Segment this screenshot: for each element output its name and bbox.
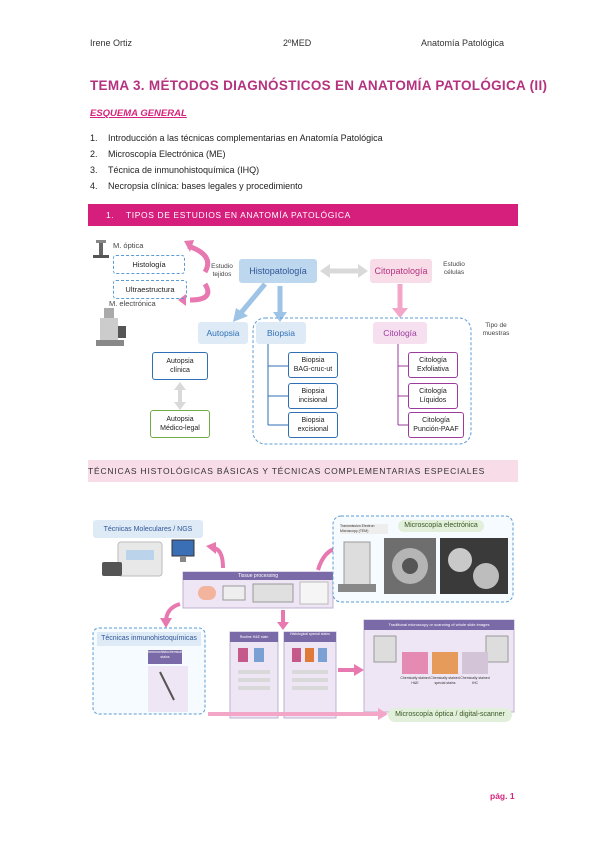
label-estudio-celulas: Estudio células: [443, 261, 465, 276]
box-autopsia-medico-legal: Autopsia Médico-legal: [150, 410, 210, 438]
toc-item: 3.Técnica de inmunohistoquímica (IHQ): [90, 165, 260, 175]
box-citopatologia: Citopatología: [370, 259, 432, 283]
box-autopsia: Autopsia: [198, 322, 248, 344]
section-heading-1: 1.TIPOS DE ESTUDIOS EN ANATOMÍA PATOLÓGI…: [88, 204, 518, 226]
label-moleculares: Técnicas Moleculares / NGS: [103, 525, 193, 533]
label-tem: Transmission Electron Microscopy (TEM): [340, 524, 375, 533]
label-estudio-tejidos: Estudio tejidos: [211, 263, 233, 278]
sequencer-icon: [102, 539, 195, 577]
label-microscopia-electronica: Microscopía electrónica: [404, 522, 478, 529]
label-tissue-processing: Tissue processing: [237, 573, 279, 579]
label-chem-special: Chemically stained special stains: [430, 676, 460, 685]
label-optica-scanner: Microscopía óptica / digital-scanner: [395, 711, 505, 718]
toc-item: 4.Necropsia clínica: bases legales y pro…: [90, 181, 303, 191]
page-number: pág. 1: [490, 791, 515, 801]
label-ihc-stains: Immunohistochemical stains: [148, 650, 182, 659]
box-autopsia-clinica: Autopsia clínica: [152, 352, 208, 380]
header-author: Irene Ortiz: [90, 38, 133, 48]
label-chem-he: Chemically stained H&E: [400, 676, 430, 685]
box-biopsia: Biopsia: [256, 322, 306, 344]
box-citologia-exfoliativa: Citología Exfoliativa: [408, 352, 458, 378]
table-of-contents: 1.Introducción a las técnicas complement…: [90, 130, 383, 194]
header-course: 2ºMED: [283, 38, 312, 48]
box-ultraestructura: Ultraestructura: [113, 280, 187, 299]
label-special-stains: Histological special stains: [290, 632, 330, 636]
section-subtitle: ESQUEMA GENERAL: [90, 108, 187, 119]
toc-item: 1.Introducción a las técnicas complement…: [90, 133, 383, 143]
header-subject: Anatomía Patológica: [421, 38, 505, 48]
box-citologia: Citología: [373, 322, 427, 344]
label-routine-he: Routine H&E stain: [239, 635, 269, 639]
diagram-techniques: Técnicas Moleculares / NGS Tissue proces…: [88, 510, 518, 725]
electron-microscope-icon: [96, 308, 126, 346]
box-citologia-puncion: Citología Punción-PAAF: [408, 412, 464, 438]
label-m-optica: M. óptica: [113, 241, 144, 250]
box-histopatologia: Histopatología: [239, 259, 317, 283]
label-chem-ihc: Chemically stained IHC: [460, 676, 490, 685]
label-traditional-microscopy: Traditional microscopy or scanning of wh…: [388, 622, 490, 627]
box-biopsia-bag: Biopsia BAG-cruc-ut: [288, 352, 338, 378]
label-m-electronica: M. electrónica: [109, 299, 156, 308]
page-title: TEMA 3. MÉTODOS DIAGNÓSTICOS EN ANATOMÍA…: [90, 78, 548, 93]
box-histologia: Histología: [113, 255, 185, 274]
toc-item: 2.Microscopía Electrónica (ME): [90, 149, 226, 159]
box-biopsia-excisional: Biopsia excisional: [288, 412, 338, 438]
diagram-techniques-graphics: [92, 515, 515, 722]
box-biopsia-incisional: Biopsia incisional: [288, 383, 338, 409]
light-microscope-icon: [93, 240, 109, 258]
label-tipo-muestras: Tipo de muestras: [482, 322, 510, 337]
box-citologia-liquidos: Citología Líquidos: [408, 383, 458, 409]
label-inmunohisto: Técnicas inmunohistoquímicas: [101, 635, 197, 642]
section-heading-2: TÉCNICAS HISTOLÓGICAS BÁSICAS Y TÉCNICAS…: [88, 460, 518, 482]
